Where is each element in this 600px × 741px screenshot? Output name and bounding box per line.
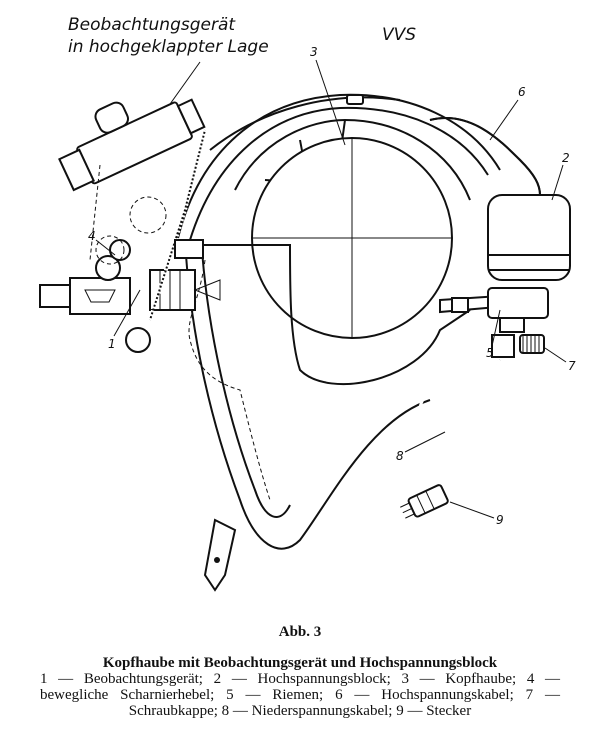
hinge-bracket — [174, 239, 204, 259]
screw-cap — [519, 334, 545, 354]
observation-device-raised — [58, 98, 206, 265]
label-2: 2 — [562, 151, 570, 165]
label-6: 6 — [518, 85, 526, 99]
low-voltage-cable — [418, 358, 550, 502]
label-1: 1 — [108, 337, 116, 351]
observation-device — [39, 129, 221, 353]
label-5: 5 — [486, 346, 494, 360]
label-9: 9 — [496, 513, 504, 527]
caption-legend: 1 — Beobachtungsgerät; 2 — Hochspannungs… — [40, 671, 560, 719]
figure-caption: Abb. 3 Kopfhaube mit Beobachtungsgerät u… — [0, 624, 600, 719]
helmet-shell — [177, 93, 501, 241]
headgear-diagram: Beobachtungsgerät in hochgeklappter Lage… — [39, 15, 576, 592]
label-7: 7 — [568, 359, 576, 373]
high-voltage-block — [487, 194, 571, 358]
helmet-dome — [234, 118, 471, 339]
annotation-line-1: Beobachtungsgerät — [68, 15, 236, 35]
vvs-mark: VVS — [382, 25, 416, 45]
annotation-line-2: in hochgeklappter Lage — [68, 37, 269, 57]
figure-number: Abb. 3 — [278, 624, 322, 640]
label-8: 8 — [396, 449, 404, 463]
hood-outline — [184, 239, 471, 592]
caption-title: Kopfhaube mit Beobachtungsgerät und Hoch… — [102, 655, 498, 671]
label-3: 3 — [310, 45, 318, 59]
plug — [400, 484, 449, 519]
part-labels: 1 2 3 4 5 6 7 8 9 — [88, 45, 576, 527]
label-4: 4 — [88, 229, 96, 243]
cable-inner — [429, 117, 541, 196]
